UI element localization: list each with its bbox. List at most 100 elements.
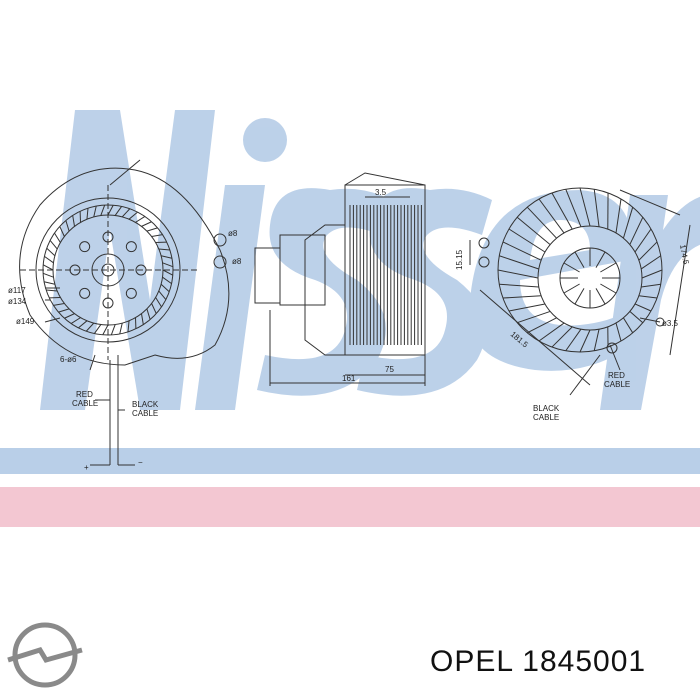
dim-161: 161 — [342, 374, 356, 383]
rear-blades — [497, 187, 663, 353]
opel-logo-ring — [12, 622, 78, 688]
front-blade — [158, 248, 170, 251]
caption-part-number: 1845001 — [522, 645, 647, 678]
front-hole — [79, 287, 91, 299]
rear-hub-spoke — [563, 283, 580, 294]
front-red-cable-line2: CABLE — [72, 399, 98, 408]
front-blade — [93, 205, 97, 217]
front-blade — [114, 206, 123, 216]
dim-149: ø149 — [16, 317, 35, 326]
rear-blade — [615, 198, 622, 234]
front-blade — [54, 232, 61, 243]
rear-red-cable-line2: CABLE — [604, 380, 630, 389]
front-blade — [46, 247, 56, 257]
front-blade — [146, 227, 158, 232]
rear-blade — [593, 329, 600, 351]
front-black-cable-line2: CABLE — [132, 409, 158, 418]
front-blade — [43, 281, 55, 285]
side-connector — [254, 247, 281, 304]
dim-3-5-rear: ø3.5 — [662, 319, 679, 328]
rear-blade — [641, 269, 663, 279]
front-hole — [125, 241, 137, 253]
rear-mount-b — [478, 256, 490, 268]
rear-blade — [622, 317, 634, 334]
front-blade — [141, 221, 152, 227]
rear-blade — [638, 241, 658, 261]
rear-blade — [551, 192, 573, 230]
front-hole — [79, 241, 91, 253]
rear-blade — [634, 228, 652, 253]
opel-logo-mark — [7, 622, 83, 688]
front-tab-line — [109, 159, 141, 186]
front-blade — [155, 297, 162, 308]
opel-logo — [7, 622, 83, 688]
watermark-pink-band — [0, 487, 700, 527]
front-blade — [65, 220, 70, 232]
front-red-cable-line1: RED — [76, 390, 93, 399]
rear-mount-d — [655, 317, 665, 327]
rear-hub-spoke — [600, 283, 617, 294]
rear-blade — [634, 303, 652, 312]
front-blade — [107, 204, 114, 216]
front-blade — [162, 262, 174, 268]
front-housing-outline — [19, 167, 230, 366]
rear-black-cable-line2: CABLE — [533, 413, 559, 422]
opel-logo-bolt — [7, 647, 83, 663]
rear-blade — [538, 198, 565, 234]
front-blade — [151, 303, 157, 314]
front-view-labels: ø117 ø134 ø149 ø8 ø8 6-ø6 RED CABLE BLAC… — [8, 229, 242, 472]
dim-3-5: 3.5 — [375, 188, 387, 197]
rear-blade — [508, 303, 546, 312]
front-blade — [70, 317, 81, 324]
front-blade — [135, 216, 146, 223]
dim-6x6: 6-ø6 — [60, 355, 77, 364]
rear-blade — [502, 241, 542, 261]
dim-75: 75 — [385, 365, 394, 374]
dim-8a: ø8 — [228, 229, 238, 238]
front-view — [19, 159, 230, 466]
front-plus-sign: + — [84, 463, 89, 472]
rear-blade — [593, 189, 600, 227]
front-blade — [72, 215, 76, 227]
dim-117: ø117 — [8, 286, 26, 295]
front-blade — [42, 264, 54, 271]
dim-15-15: 15.15 — [455, 249, 464, 270]
rear-dim-1745 — [619, 189, 681, 216]
rear-hub-spoke — [595, 251, 606, 268]
front-blade — [49, 240, 58, 250]
rear-mount-c — [606, 342, 618, 354]
front-blade — [53, 302, 65, 306]
front-blade — [58, 308, 70, 313]
rear-blade — [622, 207, 634, 239]
rear-blade — [565, 328, 582, 352]
rear-hub-spoke — [574, 251, 585, 268]
front-minus-sign: − — [138, 458, 143, 467]
rear-blade — [508, 228, 546, 253]
front-blade — [127, 320, 130, 332]
rear-hub-spoke — [574, 288, 585, 305]
rear-hub-spoke — [600, 262, 617, 273]
product-caption: OPEL 1845001 — [430, 645, 692, 685]
front-blade — [78, 320, 88, 329]
side-view — [254, 172, 426, 386]
front-blade — [44, 255, 54, 264]
front-blade — [42, 272, 54, 278]
rear-blade — [640, 255, 662, 270]
front-blade — [128, 211, 138, 220]
rear-hub-spoke — [595, 288, 606, 305]
front-blade — [161, 255, 173, 259]
front-blade — [59, 226, 65, 237]
rear-black-cable-line1: BLACK — [533, 404, 560, 413]
side-fins — [349, 205, 422, 345]
side-view-labels: 3.5 75 161 — [342, 188, 394, 383]
front-black-cable-line1: BLACK — [132, 400, 159, 409]
front-blade — [100, 204, 106, 216]
rear-blade — [579, 329, 591, 353]
front-blade — [119, 323, 123, 335]
dim-8b: ø8 — [232, 257, 242, 266]
dim-174-5: 174.5 — [678, 244, 690, 266]
dim-134: ø134 — [8, 297, 27, 306]
rear-blade — [527, 317, 557, 334]
front-blade — [162, 269, 174, 276]
rear-blade — [538, 322, 565, 342]
